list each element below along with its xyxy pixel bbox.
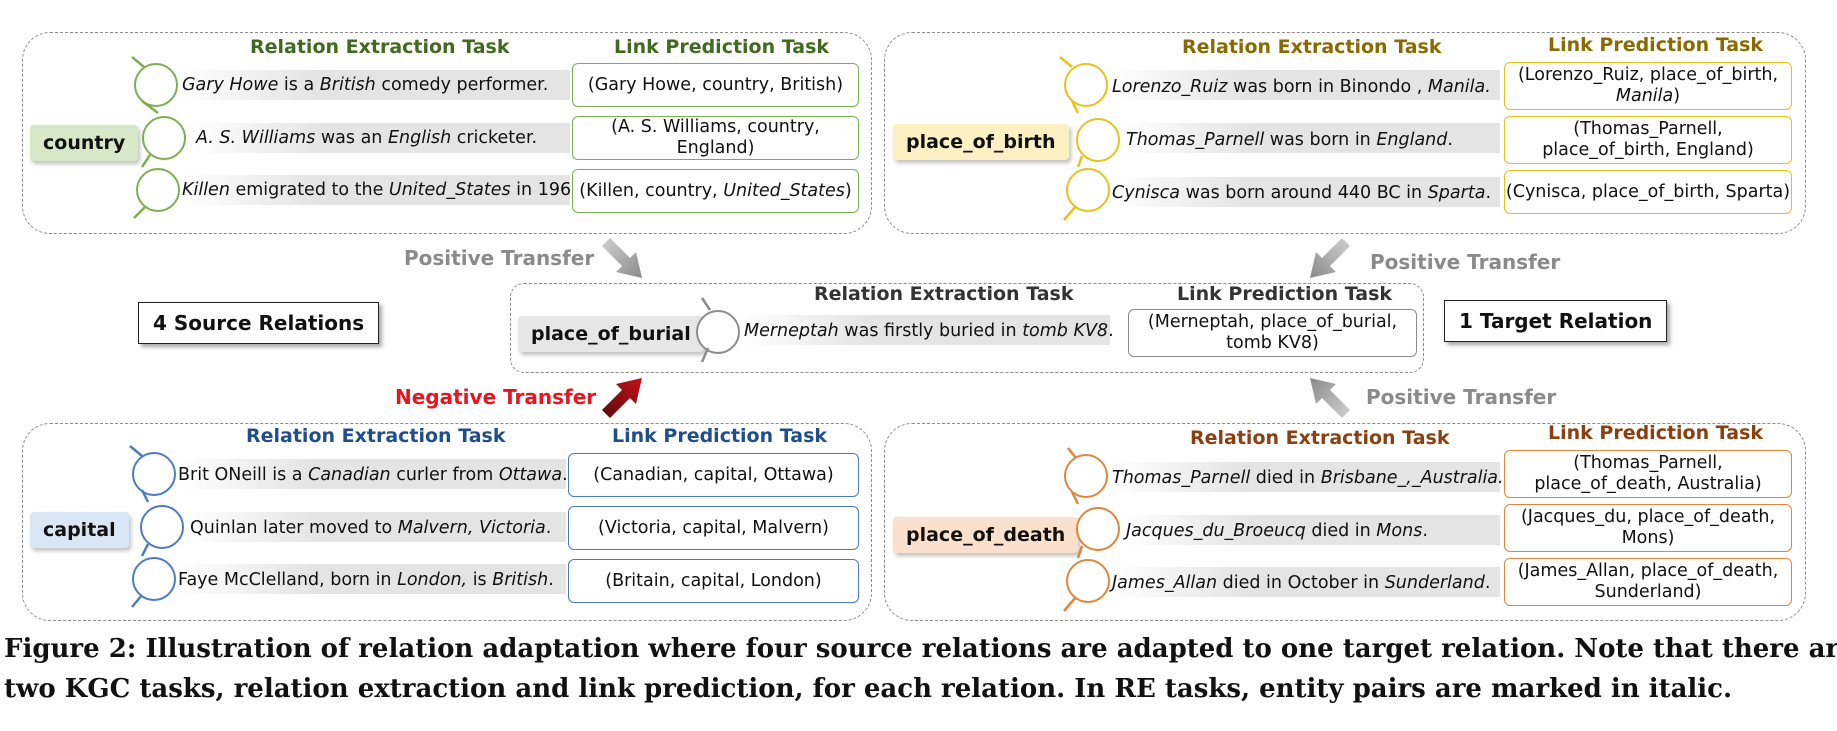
re-sentence: Thomas_Parnell died in Brisbane_,_Austra… — [1112, 468, 1504, 488]
lp-triple: (Thomas_Parnell,place_of_birth, England) — [1504, 116, 1792, 164]
positive-transfer-arrow — [602, 238, 642, 278]
re-task-header: Relation Extraction Task — [1190, 427, 1450, 449]
sentence-spine — [1063, 447, 1120, 612]
re-task-header: Relation Extraction Task — [1182, 36, 1442, 58]
lp-task-header: Link Prediction Task — [612, 425, 828, 447]
re-sentence: A. S. Williams was an English cricketer. — [196, 128, 538, 148]
re-sentence: Killen emigrated to the United_States in… — [182, 180, 588, 200]
relation-label-place-of-death: place_of_death — [893, 517, 1079, 553]
lp-task-header: Link Prediction Task — [1548, 422, 1764, 444]
re-sentence: Jacques_du_Broeucq died in Mons. — [1126, 521, 1428, 541]
re-task-header: Relation Extraction Task — [250, 36, 510, 58]
sentence-spine — [696, 297, 740, 363]
lp-task-header: Link Prediction Task — [1177, 283, 1393, 305]
positive-transfer-arrow — [1310, 378, 1350, 418]
lp-triple: (Merneptah, place_of_burial,tomb KV8) — [1128, 309, 1417, 357]
positive-transfer-label: Positive Transfer — [1370, 250, 1561, 274]
source-relations-label: 4 Source Relations — [138, 302, 380, 344]
relation-label-country: country — [30, 125, 139, 161]
sentence-spine — [129, 445, 184, 608]
re-sentence: Thomas_Parnell was born in England. — [1126, 130, 1453, 150]
positive-transfer-label: Positive Transfer — [404, 246, 595, 270]
re-sentence: Gary Howe is a British comedy performer. — [182, 75, 549, 95]
target-relation-label: 1 Target Relation — [1444, 300, 1668, 342]
lp-triple: (Gary Howe, country, British) — [572, 63, 859, 107]
re-sentence: Quinlan later moved to Malvern, Victoria… — [190, 518, 552, 538]
lp-triple: (James_Allan, place_of_death,Sunderland) — [1504, 558, 1792, 606]
re-sentence: Cynisca was born around 440 BC in Sparta… — [1112, 183, 1492, 203]
sentence-spine — [1059, 56, 1120, 221]
lp-triple: (Killen, country, United_States) — [572, 169, 859, 213]
figure-caption-line-1: Figure 2: Illustration of relation adapt… — [4, 634, 1837, 664]
figure-caption-line-2: two KGC tasks, relation extraction and l… — [4, 674, 1733, 704]
positive-transfer-label: Positive Transfer — [1366, 385, 1557, 409]
negative-transfer-arrow — [602, 378, 642, 418]
re-sentence: Faye McClelland, born in London, is Brit… — [178, 570, 554, 590]
lp-triple: (Lorenzo_Ruiz, place_of_birth,Manila) — [1504, 62, 1792, 110]
lp-triple: (Britain, capital, London) — [568, 559, 859, 603]
re-sentence: Lorenzo_Ruiz was born in Binondo , Manil… — [1112, 77, 1491, 97]
lp-triple: (A. S. Williams, country, England) — [572, 116, 859, 160]
re-task-header: Relation Extraction Task — [814, 283, 1074, 305]
re-sentence: James_Allan died in October in Sunderlan… — [1112, 573, 1491, 593]
lp-triple: (Victoria, capital, Malvern) — [568, 506, 859, 550]
lp-task-header: Link Prediction Task — [1548, 34, 1764, 56]
lp-triple: (Cynisca, place_of_birth, Sparta) — [1504, 170, 1792, 214]
relation-label-place-of-birth: place_of_birth — [893, 124, 1069, 160]
relation-label-place-of-burial: place_of_burial — [518, 316, 704, 352]
lp-triple: (Jacques_du, place_of_death,Mons) — [1504, 504, 1792, 552]
lp-triple: (Canadian, capital, Ottawa) — [568, 453, 859, 497]
lp-task-header: Link Prediction Task — [614, 36, 830, 58]
sentence-spine — [131, 56, 186, 219]
positive-transfer-arrow — [1310, 238, 1350, 278]
relation-label-capital: capital — [30, 512, 129, 548]
negative-transfer-label: Negative Transfer — [395, 385, 597, 409]
lp-triple: (Thomas_Parnell,place_of_death, Australi… — [1504, 450, 1792, 498]
re-sentence: Merneptah was firstly buried in tomb KV8… — [744, 321, 1114, 341]
re-sentence: Brit ONeill is a Canadian curler from Ot… — [178, 465, 568, 485]
re-task-header: Relation Extraction Task — [246, 425, 506, 447]
